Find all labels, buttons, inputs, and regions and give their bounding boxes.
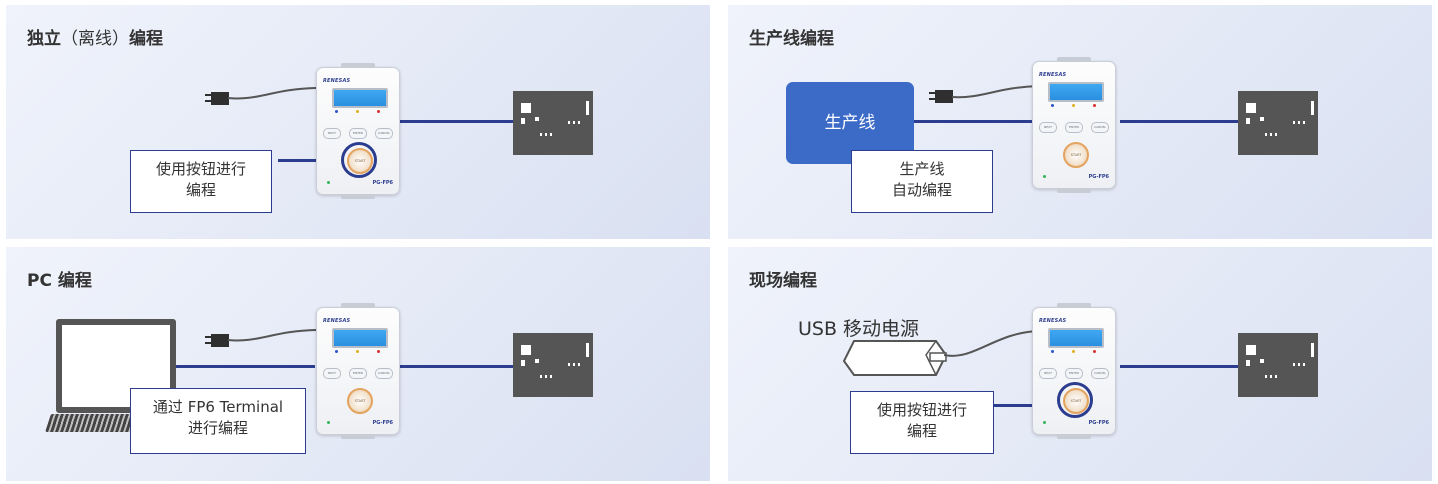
power-led-icon [1043, 175, 1046, 178]
target-cable [398, 365, 516, 368]
model-label: PG-FP6 [1088, 174, 1109, 180]
start-button: START [1063, 388, 1089, 414]
panel-title: 独立（离线）编程 [27, 24, 163, 49]
callout-line-2: 编程 [185, 181, 216, 199]
power-cord [952, 85, 1041, 99]
lcd-screen [332, 88, 388, 108]
target-cable [1120, 120, 1244, 123]
panel-production: 生产线编程 生产线 RENESAS NEXT ENTER CANCEL STAR… [728, 5, 1432, 239]
next-button: NEXT [1039, 368, 1057, 379]
panel-pc: PC 编程 RENESAS NEXT ENTER CANCEL START PG… [6, 247, 710, 481]
callout-line-2: 进行编程 [187, 419, 248, 437]
target-cable [398, 120, 518, 123]
error-led-icon [377, 110, 380, 113]
power-cord [228, 329, 317, 342]
power-plug-icon [205, 92, 229, 105]
start-button: START [347, 148, 373, 174]
usb-label: USB 移动电源 [798, 318, 920, 340]
callout-line-2: 编程 [906, 422, 937, 440]
target-board [1238, 91, 1318, 155]
model-label: PG-FP6 [372, 180, 393, 186]
target-board [513, 333, 593, 397]
pass-led-icon [1051, 350, 1054, 353]
brand-logo: RENESAS [1039, 318, 1067, 324]
callout-link [278, 159, 334, 162]
cancel-button: CANCEL [375, 128, 393, 139]
power-led-icon [327, 181, 330, 184]
target-board [513, 91, 593, 155]
power-led-icon [1043, 421, 1046, 424]
callout-box: 通过 FP6 Terminal 进行编程 [130, 388, 306, 454]
panel-title: 现场编程 [749, 271, 817, 291]
programmer-device: RENESAS NEXT ENTER CANCEL START PG-FP6 [316, 303, 400, 439]
pass-led-icon [1051, 104, 1054, 107]
callout-line-1: 通过 FP6 Terminal [152, 398, 284, 416]
brand-logo: RENESAS [1039, 72, 1067, 78]
brand-logo: RENESAS [323, 78, 351, 84]
usb-cord [944, 330, 1039, 357]
cancel-button: CANCEL [375, 368, 393, 379]
lcd-screen [1048, 328, 1104, 348]
callout-link [993, 404, 1053, 407]
line-cable [908, 120, 1032, 123]
next-button: NEXT [1039, 122, 1057, 133]
callout-box: 使用按钮进行 编程 [130, 150, 272, 213]
busy-led-icon [1072, 104, 1075, 107]
model-label: PG-FP6 [1088, 420, 1109, 426]
programmer-device: RENESAS NEXT ENTER CANCEL START PG-FP6 [316, 63, 400, 199]
enter-button: ENTER [1065, 122, 1083, 133]
busy-led-icon [356, 350, 359, 353]
highlight-ring [341, 142, 377, 178]
pass-led-icon [335, 110, 338, 113]
busy-led-icon [356, 110, 359, 113]
usb-power-bank-icon [842, 340, 948, 376]
lcd-screen [332, 328, 388, 348]
start-button: START [1063, 142, 1089, 168]
callout-line-1: 使用按钮进行 [155, 160, 246, 178]
target-cable [1120, 365, 1238, 368]
pass-led-icon [335, 350, 338, 353]
power-plug-icon [205, 334, 229, 347]
pc-cable [160, 365, 315, 368]
error-led-icon [377, 350, 380, 353]
panel-standalone: 独立（离线）编程 RENESAS NEXT ENTER CANCEL START… [6, 5, 710, 239]
power-led-icon [327, 421, 330, 424]
callout-line-1: 使用按钮进行 [876, 401, 967, 419]
callout-line-2: 自动编程 [891, 181, 952, 199]
power-plug-icon [929, 90, 953, 103]
power-cord [228, 87, 317, 100]
programmer-device: RENESAS NEXT ENTER CANCEL START PG-FP6 [1032, 57, 1116, 193]
error-led-icon [1093, 104, 1096, 107]
panel-title: PC 编程 [27, 271, 92, 291]
lcd-screen [1048, 82, 1104, 102]
title-tail: 编程 [129, 29, 163, 49]
brand-logo: RENESAS [323, 318, 351, 324]
callout-line-1: 生产线 [899, 160, 945, 178]
target-board [1238, 333, 1318, 397]
cancel-button: CANCEL [1091, 122, 1109, 133]
model-label: PG-FP6 [372, 420, 393, 426]
programmer-device: RENESAS NEXT ENTER CANCEL START PG-FP6 [1032, 303, 1116, 439]
title-paren: （离线） [61, 29, 129, 49]
highlight-ring [1057, 382, 1093, 418]
title-main: 独立 [27, 29, 61, 49]
next-button: NEXT [323, 368, 341, 379]
enter-button: ENTER [349, 368, 367, 379]
start-button: START [347, 388, 373, 414]
next-button: NEXT [323, 128, 341, 139]
callout-box: 生产线 自动编程 [851, 150, 993, 213]
panel-title: 生产线编程 [749, 29, 834, 49]
busy-led-icon [1072, 350, 1075, 353]
enter-button: ENTER [349, 128, 367, 139]
enter-button: ENTER [1065, 368, 1083, 379]
cancel-button: CANCEL [1091, 368, 1109, 379]
panel-field: 现场编程 USB 移动电源 RENESAS NEXT ENTER CANCEL … [728, 247, 1432, 481]
callout-box: 使用按钮进行 编程 [850, 391, 994, 454]
error-led-icon [1093, 350, 1096, 353]
